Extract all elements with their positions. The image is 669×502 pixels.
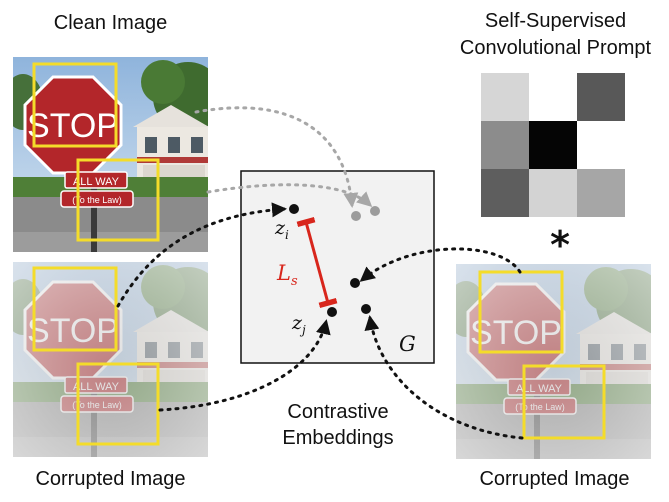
arrow-right-allway-to-embedding bbox=[364, 315, 524, 440]
highlight-box-allway bbox=[76, 158, 160, 242]
convolutional-prompt-grid bbox=[481, 73, 625, 217]
highlight-box-stop bbox=[32, 62, 118, 148]
embedding-point-right-bottom bbox=[361, 304, 371, 314]
prompt-cell-r1-c0 bbox=[481, 121, 529, 169]
fog-overlay bbox=[456, 264, 651, 459]
embedding-point-clean-2 bbox=[370, 206, 380, 216]
embedding-point-right-top bbox=[350, 278, 360, 288]
label-zj: zj bbox=[291, 312, 306, 337]
embeddings-title-line1: Contrastive bbox=[287, 401, 389, 423]
label-graph-g: G bbox=[399, 332, 416, 356]
embeddings-title-line2: Embeddings bbox=[282, 427, 394, 449]
stop-sign-text: STOP bbox=[27, 107, 119, 145]
label-loss: Ls bbox=[276, 261, 298, 289]
highlight-box-stop bbox=[32, 266, 118, 352]
corrupted-image-right: STOP ALL WAY (To the Law) bbox=[456, 264, 651, 459]
corrupted-image-left: STOP ALL WAY (To the Law) bbox=[13, 262, 208, 457]
label-zi: zi bbox=[274, 217, 289, 242]
highlight-box-allway bbox=[522, 364, 606, 440]
embedding-point-zj bbox=[327, 307, 337, 317]
embedding-point-zi bbox=[289, 204, 299, 214]
prompt-cell-r2-c2 bbox=[577, 169, 625, 217]
arrow-clean-stop-to-embedding bbox=[194, 106, 359, 208]
arrow-right-stop-to-embedding bbox=[359, 247, 522, 282]
corrupted-image-left-title: Corrupted Image bbox=[35, 468, 186, 490]
contrastive-loss-line bbox=[296, 217, 338, 308]
prompt-cell-r1-c1 bbox=[529, 121, 577, 169]
convolution-operator-icon: * bbox=[550, 223, 570, 267]
all-way-sign-text: ALL WAY bbox=[73, 176, 120, 188]
prompt-cell-r1-c2 bbox=[577, 121, 625, 169]
prompt-title-line1: Self-Supervised bbox=[484, 10, 627, 32]
prompt-title-line2: Convolutional Prompt bbox=[459, 37, 652, 59]
prompt-cell-r2-c0 bbox=[481, 169, 529, 217]
fog-overlay bbox=[13, 262, 208, 457]
prompt-cell-r0-c2 bbox=[577, 73, 625, 121]
law-sign-text: (To the Law) bbox=[72, 195, 122, 205]
prompt-cell-r2-c1 bbox=[529, 169, 577, 217]
arrow-left-allway-to-zj bbox=[158, 319, 331, 412]
embedding-point-clean-1 bbox=[351, 211, 361, 221]
clean-image: STOP ALL WAY (To the Law) bbox=[13, 57, 208, 252]
clean-image-title: Clean Image bbox=[53, 12, 168, 34]
corrupted-image-right-title: Corrupted Image bbox=[479, 468, 630, 490]
highlight-box-allway bbox=[76, 362, 160, 446]
arrow-left-stop-to-zi bbox=[116, 202, 287, 308]
prompt-cell-r0-c0 bbox=[481, 73, 529, 121]
prompt-cell-r0-c1 bbox=[529, 73, 577, 121]
arrow-clean-allway-to-embedding bbox=[206, 183, 373, 208]
